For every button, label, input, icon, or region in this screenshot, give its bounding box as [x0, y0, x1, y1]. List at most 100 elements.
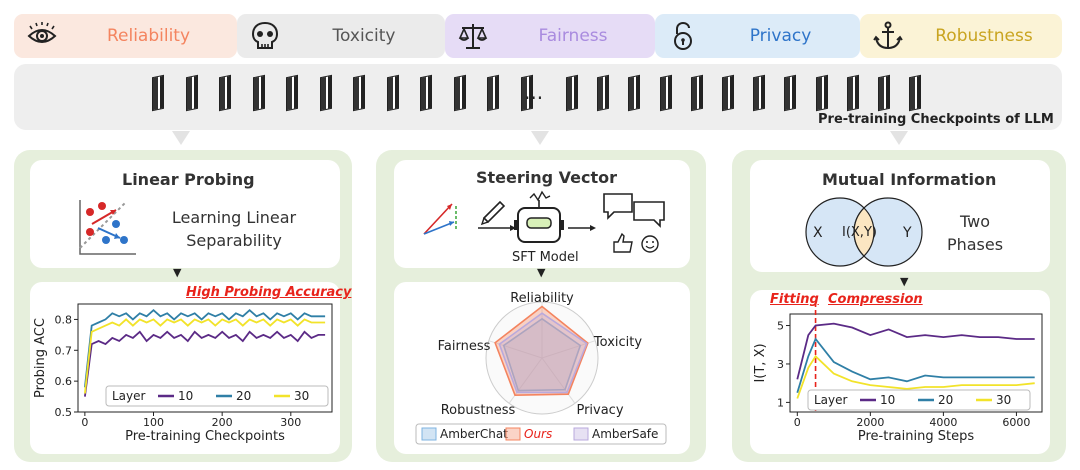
checkpoint-block: [353, 74, 365, 112]
tab-reliability: Reliability: [14, 14, 237, 58]
ellipsis: ...: [524, 80, 544, 104]
scales-icon: [458, 24, 488, 49]
tab-label: Reliability: [106, 26, 191, 46]
anchor-icon: [873, 21, 903, 50]
legend-label: 30: [294, 389, 309, 403]
linear-probing-card: [30, 160, 340, 268]
series-line-20: [84, 308, 326, 388]
legend-swatch: [573, 427, 589, 441]
checkpoint-block: [784, 74, 797, 112]
x-axis-label: Pre-training Steps: [858, 429, 974, 444]
pen-icon: [480, 200, 506, 226]
arrow-down-icon: [890, 131, 908, 145]
fitting-label: Fitting: [770, 292, 819, 307]
checkpoint-block: [659, 74, 672, 112]
x-tick-label: 0: [81, 416, 88, 429]
x-tick-label: 200: [212, 416, 233, 429]
robot-icon: [514, 190, 564, 243]
model-label: SFT Model: [512, 250, 579, 265]
checkpoint-block: [909, 74, 922, 112]
series-line-10: [796, 322, 1035, 380]
padlock-icon: [674, 21, 692, 50]
checkpoint-block: [420, 74, 432, 112]
panel-title: Mutual Information: [822, 170, 997, 189]
checkpoint-block: [846, 74, 859, 112]
series-line-20: [796, 337, 1035, 394]
legend-title: Layer: [814, 393, 848, 407]
checkpoint-block: [722, 74, 734, 112]
y-tick-label: 0.7: [55, 344, 73, 357]
checkpoint-block: [753, 74, 766, 112]
phases-description: Two Phases: [946, 212, 1004, 254]
y-axis-label: I(T, X): [753, 343, 768, 382]
checkpoint-block: [152, 74, 164, 112]
chat-bubbles-icon: [603, 193, 665, 228]
arrow-down-icon: ▼: [537, 266, 546, 279]
smiley-icon: [641, 235, 659, 253]
venn-diagram: [805, 197, 923, 267]
panel-title: Steering Vector: [476, 168, 618, 187]
x-tick-label: 0: [794, 416, 801, 429]
checkpoint-block: [628, 74, 641, 112]
checkpoint-block: [219, 74, 231, 112]
radar-axis-label: Reliability: [510, 291, 574, 306]
radar-series-AmberSafe: [498, 312, 588, 394]
y-tick-label: 0.5: [55, 406, 73, 419]
legend-box: [415, 423, 667, 445]
radar-axis-label: Toxicity: [593, 335, 642, 350]
y-tick-label: 0.6: [55, 375, 73, 388]
probing-chart-card: [30, 282, 340, 454]
legend-label: 20: [938, 393, 953, 407]
checkpoint-block: [878, 74, 890, 112]
legend-label: Ours: [524, 427, 552, 441]
y-axis-label: Probing ACC: [33, 318, 48, 398]
arrow-down-icon: ▼: [173, 266, 182, 279]
tab-label: Robustness: [935, 26, 1033, 46]
series-line-10: [84, 330, 326, 397]
radar-axis-label: Fairness: [438, 339, 491, 354]
legend-swatch: [505, 427, 521, 441]
plot-frame: [77, 303, 333, 413]
checkpoint-block: [566, 74, 578, 112]
radar-axis: [541, 357, 576, 404]
tab-label: Privacy: [749, 26, 812, 46]
probing-description: Learning Linear Separability: [171, 208, 297, 250]
y-tick-label: 0.8: [55, 313, 73, 326]
eye-icon: [27, 22, 57, 43]
arrow-down-icon: [531, 131, 549, 145]
checkpoint-block: [453, 74, 466, 112]
series-line-30: [84, 318, 326, 394]
tab-privacy: Privacy: [655, 14, 860, 58]
checkpoint-block: [487, 74, 499, 112]
scatter-separation-icon: [79, 200, 136, 255]
checkpoint-block: [690, 74, 703, 112]
series-line-30: [796, 354, 1035, 399]
legend-title: Layer: [112, 389, 146, 403]
y-tick-label: 1: [777, 396, 784, 409]
legend-label: AmberSafe: [592, 427, 658, 441]
compression-label: Compression: [828, 292, 923, 307]
vector-arrows-icon: [423, 203, 457, 235]
tab-toxicity: Toxicity: [237, 14, 445, 58]
venn-label-y: Y: [903, 225, 912, 241]
tab-label: Fairness: [538, 26, 608, 46]
checkpoint-block: [286, 74, 298, 112]
chart-highlight: High Probing Accuracy: [186, 285, 352, 300]
x-tick-label: 300: [280, 416, 301, 429]
tab-fairness: Fairness: [445, 14, 655, 58]
x-axis-label: Pre-training Checkpoints: [125, 429, 285, 444]
checkpoint-block: [319, 74, 332, 112]
x-tick-label: 100: [143, 416, 164, 429]
legend-label: 10: [880, 393, 895, 407]
tab-label: Toxicity: [332, 26, 396, 46]
radar-axis-label: Robustness: [441, 403, 516, 418]
x-tick-label: 4000: [929, 416, 957, 429]
venn-label-x: X: [813, 225, 823, 241]
checkpoint-block: [252, 74, 265, 112]
thumbs-up-icon: [613, 232, 633, 253]
checkpoint-caption: Pre-training Checkpoints of LLM: [818, 112, 1054, 127]
tab-robustness: Robustness: [860, 14, 1062, 58]
radar-axis-label: Privacy: [576, 403, 623, 418]
